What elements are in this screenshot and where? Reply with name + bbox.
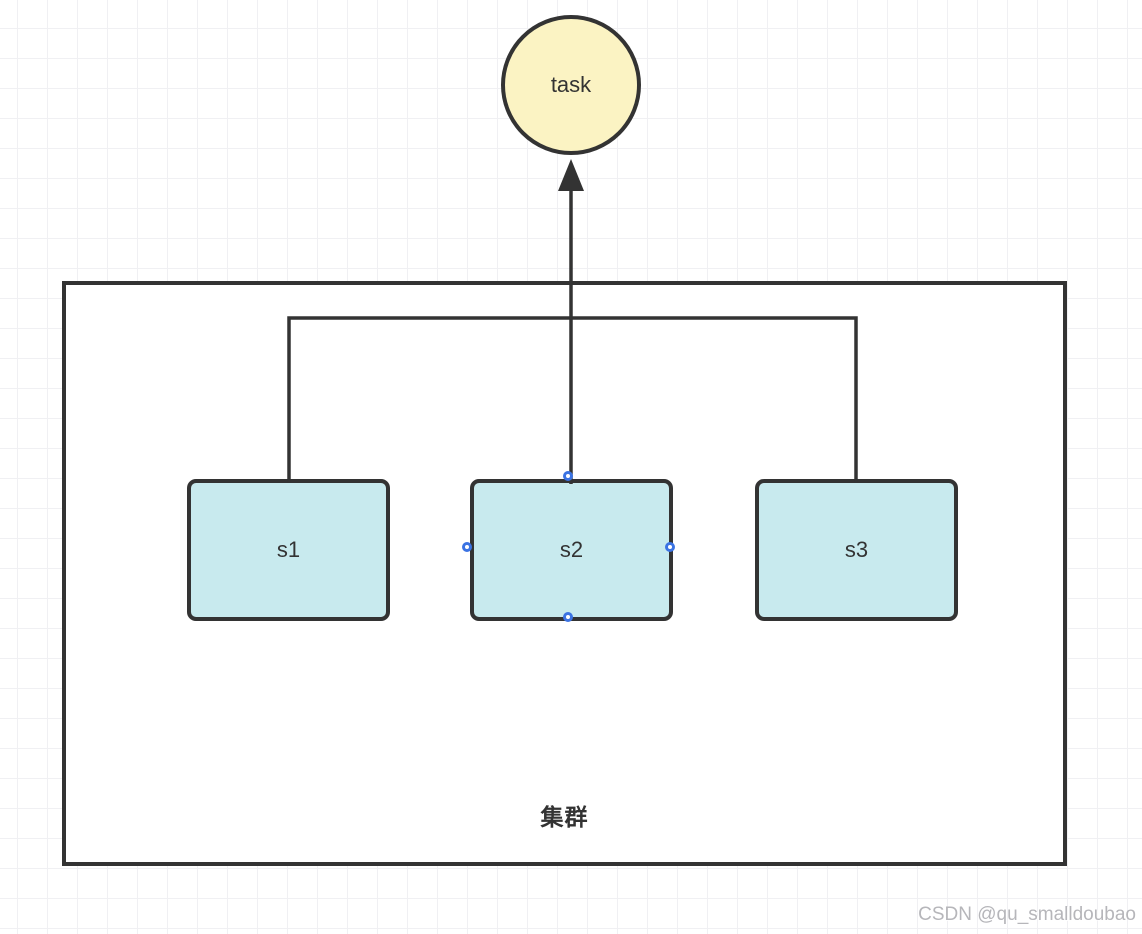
task-node-label: task	[550, 72, 592, 97]
server-node-s1[interactable]: s1	[187, 479, 390, 621]
server-node-s3[interactable]: s3	[755, 479, 958, 621]
connection-handle-right[interactable]	[665, 542, 675, 552]
connection-handle-bottom[interactable]	[563, 612, 573, 622]
server-node-s2[interactable]: s2	[470, 479, 673, 621]
cluster-label: 集群	[540, 804, 589, 830]
connection-handle-top[interactable]	[563, 471, 573, 481]
task-node[interactable]: task	[501, 15, 641, 155]
arrowhead-icon	[558, 159, 584, 191]
server-s3-label: s3	[844, 537, 869, 562]
connection-handle-left[interactable]	[462, 542, 472, 552]
watermark: CSDN @qu_smalldoubao	[918, 904, 1136, 925]
server-s2-label: s2	[559, 537, 584, 562]
server-s1-label: s1	[276, 537, 301, 562]
